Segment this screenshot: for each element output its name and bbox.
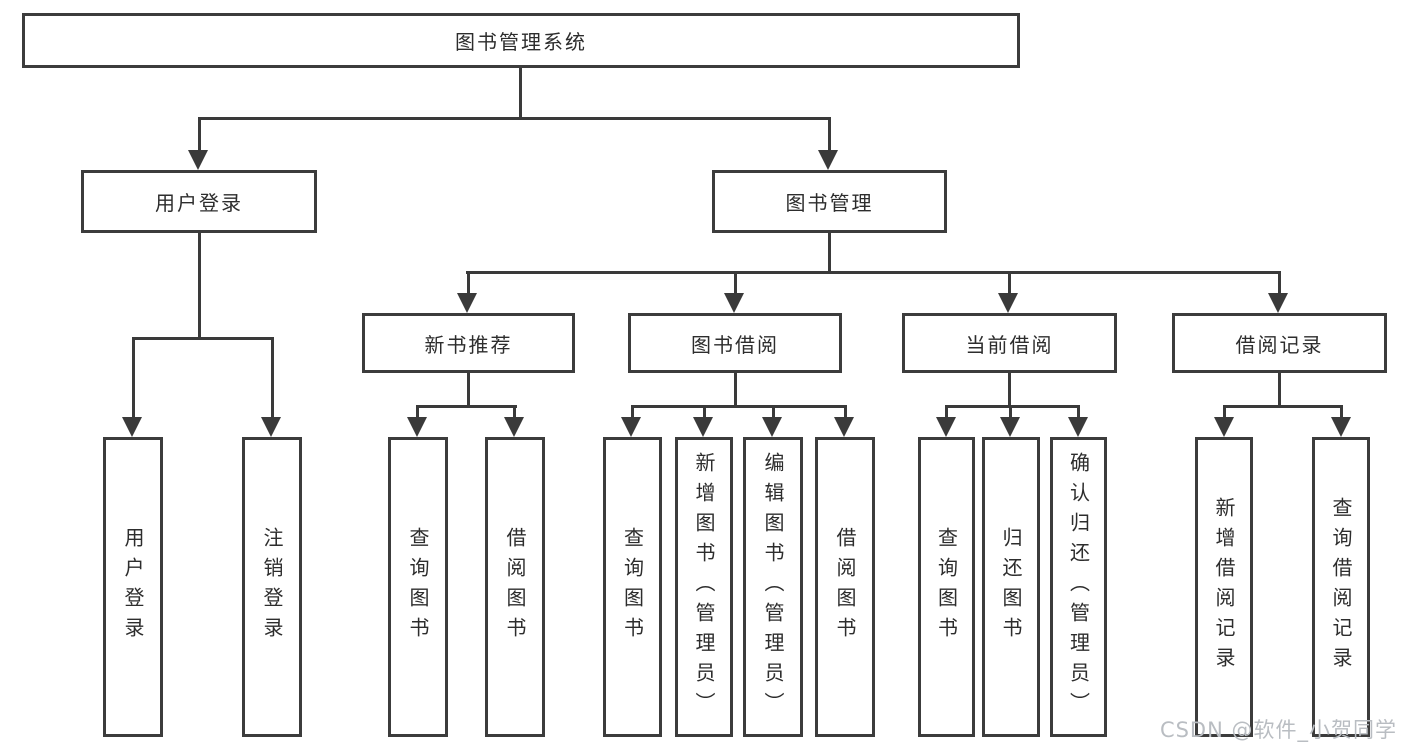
connector-arrow-shaft: [703, 407, 706, 419]
connector-arrow-shaft: [416, 407, 419, 419]
arrow-down-icon: [1268, 293, 1288, 313]
connector-arrow-shaft: [844, 407, 847, 419]
connector-root-trunk: [519, 68, 522, 117]
connector-arrow-shaft: [1077, 407, 1080, 419]
arrow-down-icon: [261, 417, 281, 437]
node-current-borrowing: 当前借阅: [902, 313, 1117, 373]
node-nbr-query-books: 查询图书: [388, 437, 448, 737]
node-logout-leaf: 注销登录: [242, 437, 302, 737]
connector-book-mgmt-trunk: [828, 233, 831, 273]
connector-book-mgmt-branch: [466, 271, 1281, 274]
node-book-borrowing: 图书借阅: [628, 313, 842, 373]
connector-arrow-shaft: [198, 119, 201, 152]
connector-arrow-shaft: [1008, 273, 1011, 295]
arrow-down-icon: [693, 417, 713, 437]
connector-br-branch: [1223, 405, 1343, 408]
connector-arrow-shaft: [631, 407, 634, 419]
arrow-down-icon: [407, 417, 427, 437]
connector-arrow-shaft: [734, 273, 737, 295]
node-user-login: 用户登录: [81, 170, 317, 233]
arrow-down-icon: [834, 417, 854, 437]
connector-br-trunk: [1278, 373, 1281, 407]
arrow-down-icon: [936, 417, 956, 437]
node-br-add-record: 新增借阅记录: [1195, 437, 1253, 737]
connector-arrow-shaft: [1009, 407, 1012, 419]
connector-user-login-branch: [132, 337, 274, 340]
node-borrow-records: 借阅记录: [1172, 313, 1387, 373]
node-user-login-leaf: 用户登录: [103, 437, 163, 737]
connector-bb-branch: [631, 405, 847, 408]
connector-user-login-trunk: [198, 233, 201, 339]
arrow-down-icon: [1068, 417, 1088, 437]
connector-arrow-shaft: [1223, 407, 1226, 419]
arrow-down-icon: [1214, 417, 1234, 437]
connector-arrow-shaft: [772, 407, 775, 419]
arrow-down-icon: [762, 417, 782, 437]
arrow-down-icon: [724, 293, 744, 313]
arrow-down-icon: [998, 293, 1018, 313]
watermark: CSDN @软件_小贺同学: [1159, 718, 1397, 742]
node-nbr-borrow-books: 借阅图书: [485, 437, 545, 737]
connector-arrow-shaft: [828, 119, 831, 152]
connector-bb-trunk: [734, 373, 737, 407]
arrow-down-icon: [1331, 417, 1351, 437]
connector-nbr-branch: [416, 405, 517, 408]
arrow-down-icon: [818, 150, 838, 170]
node-bb-borrow-books: 借阅图书: [815, 437, 875, 737]
arrow-down-icon: [504, 417, 524, 437]
node-cb-return-books: 归还图书: [982, 437, 1040, 737]
node-cb-confirm-return-admin: 确认归还（管理员）: [1050, 437, 1107, 737]
arrow-down-icon: [1000, 417, 1020, 437]
connector-nbr-trunk: [467, 373, 470, 407]
connector-arrow-shaft: [271, 339, 274, 419]
node-br-query-record: 查询借阅记录: [1312, 437, 1370, 737]
node-bb-query-books: 查询图书: [603, 437, 662, 737]
connector-root-branch: [198, 117, 831, 120]
connector-cb-branch: [945, 405, 1080, 408]
connector-arrow-shaft: [1340, 407, 1343, 419]
arrow-down-icon: [621, 417, 641, 437]
node-bb-add-books-admin: 新增图书（管理员）: [675, 437, 733, 737]
connector-arrow-shaft: [513, 407, 516, 419]
node-new-book-recommend: 新书推荐: [362, 313, 575, 373]
connector-arrow-shaft: [467, 273, 470, 295]
connector-arrow-shaft: [132, 339, 135, 419]
connector-cb-trunk: [1008, 373, 1011, 407]
connector-arrow-shaft: [1278, 273, 1281, 295]
arrow-down-icon: [188, 150, 208, 170]
node-cb-query-books: 查询图书: [918, 437, 975, 737]
connector-arrow-shaft: [945, 407, 948, 419]
node-book-management: 图书管理: [712, 170, 947, 233]
arrow-down-icon: [122, 417, 142, 437]
arrow-down-icon: [457, 293, 477, 313]
node-book-management-system: 图书管理系统: [22, 13, 1020, 68]
node-bb-edit-books-admin: 编辑图书（管理员）: [743, 437, 803, 737]
